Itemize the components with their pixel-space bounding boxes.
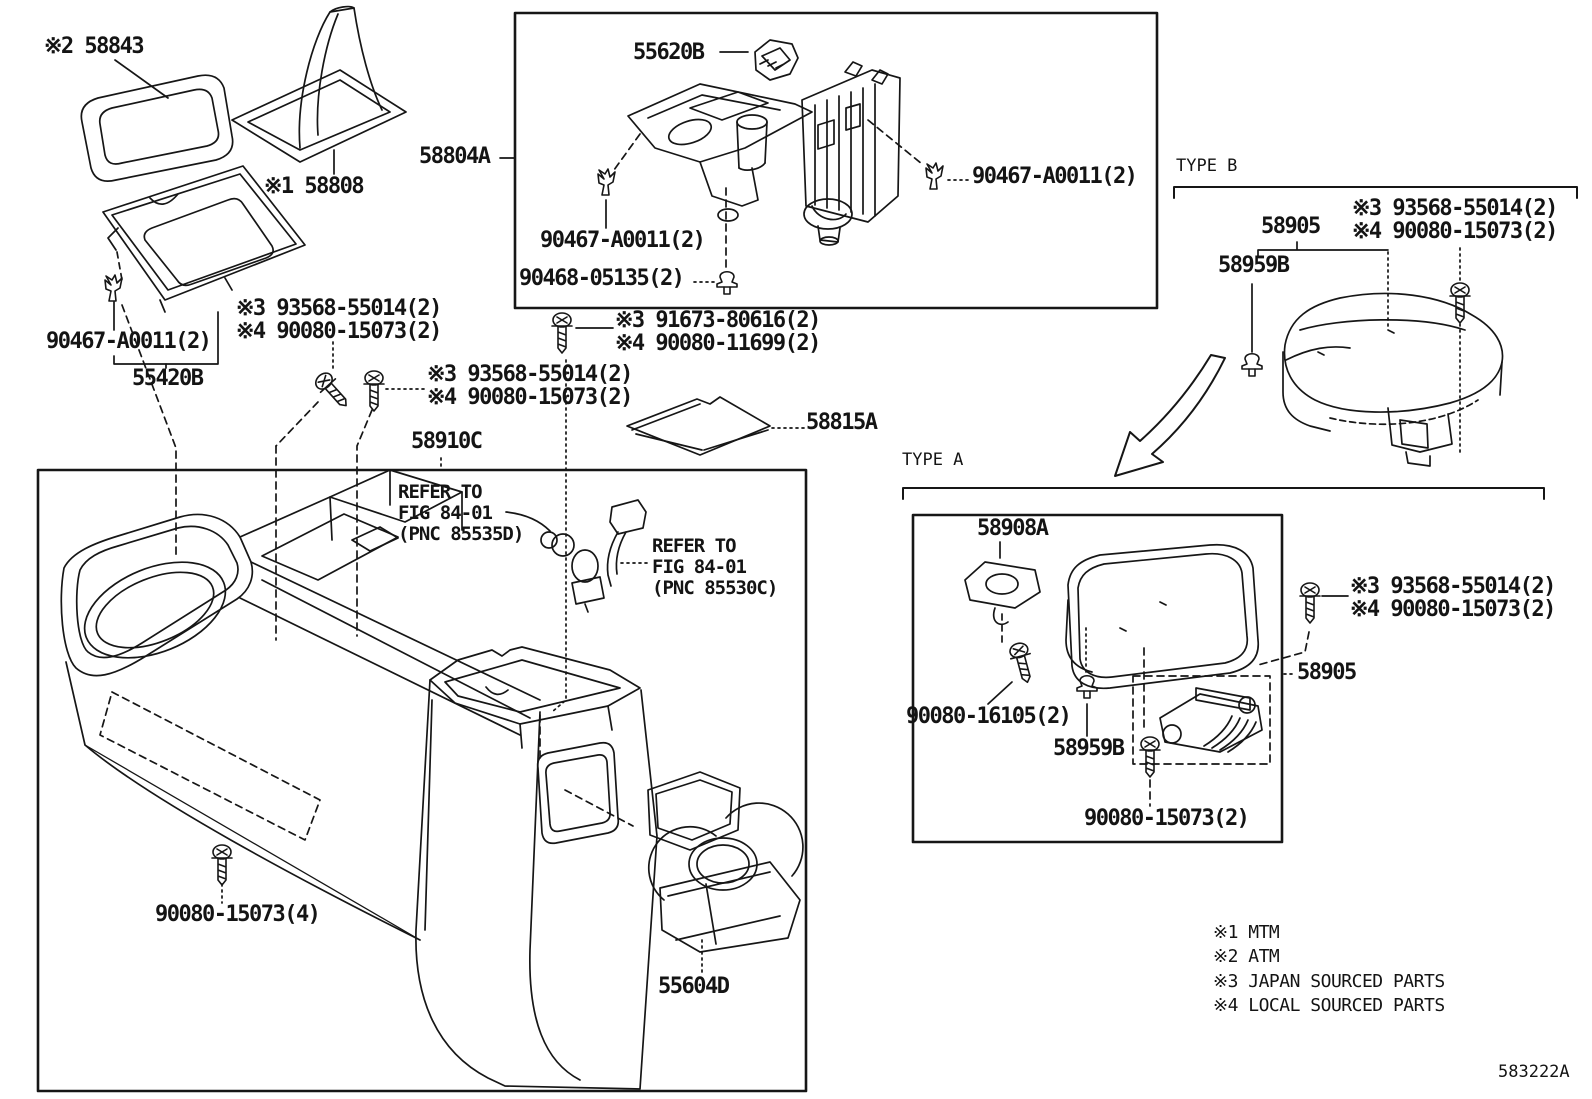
type-a-bracket — [902, 487, 1545, 500]
part-label-90080-mid1: ※4 90080-15073(2) — [236, 319, 442, 344]
part-label-90080-15073-floor: 90080-15073(4) — [155, 902, 321, 927]
part-label-55620b: 55620B — [633, 40, 705, 65]
console-body-art — [60, 469, 658, 1090]
refer-note-2-line3: (PNC 85530C) — [652, 577, 778, 599]
part-label-58910c: 58910C — [411, 429, 483, 454]
type-b-to-a-arrow — [1114, 354, 1226, 477]
part-label-90080-15073-a: 90080-15073(2) — [1084, 806, 1250, 831]
figure-code: 583222A — [1498, 1062, 1570, 1082]
middle-fastener-leaders — [121, 304, 614, 713]
part-label-90467-right: 90467-A0011(2) — [972, 164, 1138, 189]
type-b-armrest-art — [1251, 241, 1504, 467]
console-main-box — [36, 468, 808, 1093]
part-label-58804a: 58804A — [419, 144, 491, 169]
part-label-93568-a: ※3 93568-55014(2) — [1350, 574, 1556, 599]
shift-boot-art — [231, 5, 407, 175]
bezel-ring-art — [80, 59, 234, 182]
type-b-bracket — [1173, 186, 1578, 199]
part-label-93568-mid2: ※3 93568-55014(2) — [427, 362, 633, 387]
type-a-title: TYPE A — [902, 450, 964, 470]
part-label-90467-left: 90467-A0011(2) — [46, 329, 212, 354]
type-a-armrest-art — [964, 541, 1349, 807]
legend-item-mtm: ※1 MTM — [1213, 922, 1280, 943]
part-label-93568-mid1: ※3 93568-55014(2) — [236, 296, 442, 321]
part-label-90080-mid2: ※4 90080-15073(2) — [427, 385, 633, 410]
legend-item-atm: ※2 ATM — [1213, 946, 1280, 967]
part-label-55604d: 55604D — [658, 974, 730, 999]
part-label-90080-b: ※4 90080-15073(2) — [1352, 219, 1558, 244]
part-label-58905-b: 58905 — [1261, 214, 1321, 239]
part-label-58908a: 58908A — [977, 516, 1049, 541]
part-label-90468: 90468-05135(2) — [519, 266, 685, 291]
cup-holder-art — [647, 771, 804, 975]
refer-note-1-line3: (PNC 85535D) — [398, 523, 524, 545]
part-label-58905-a: 58905 — [1297, 660, 1357, 685]
type-a-box — [911, 513, 1284, 844]
part-label-58808: ※1 58808 — [264, 174, 365, 199]
part-label-90467-top: 90467-A0011(2) — [540, 228, 706, 253]
wiring-harness-art — [505, 499, 650, 613]
part-label-90080-11699: ※4 90080-11699(2) — [615, 331, 821, 356]
part-label-58959b-a: 58959B — [1053, 736, 1125, 761]
part-label-91673: ※3 91673-80616(2) — [615, 308, 821, 333]
type-b-title: TYPE B — [1176, 156, 1238, 176]
part-label-58959b-b: 58959B — [1218, 253, 1290, 278]
legend-item-japan: ※3 JAPAN SOURCED PARTS — [1213, 971, 1445, 992]
legend-item-local: ※4 LOCAL SOURCED PARTS — [1213, 995, 1445, 1016]
part-label-58843: ※2 58843 — [44, 34, 145, 59]
refer-note-2-line2: FIG 84-01 — [652, 556, 747, 578]
part-label-93568-b: ※3 93568-55014(2) — [1352, 196, 1558, 221]
refer-note-2-line1: REFER TO — [652, 535, 737, 557]
upper-assembly-box — [513, 11, 1159, 310]
part-label-90080-a: ※4 90080-15073(2) — [1350, 597, 1556, 622]
upper-assembly-art — [499, 39, 969, 283]
refer-note-1-line1: REFER TO — [398, 481, 483, 503]
part-label-58815a: 58815A — [806, 410, 878, 435]
shift-panel-art — [102, 165, 306, 369]
part-label-90080-16105: 90080-16105(2) — [906, 704, 1072, 729]
refer-note-1-line2: FIG 84-01 — [398, 502, 493, 524]
part-label-55420b: 55420B — [132, 366, 204, 391]
mat-art — [626, 396, 805, 456]
